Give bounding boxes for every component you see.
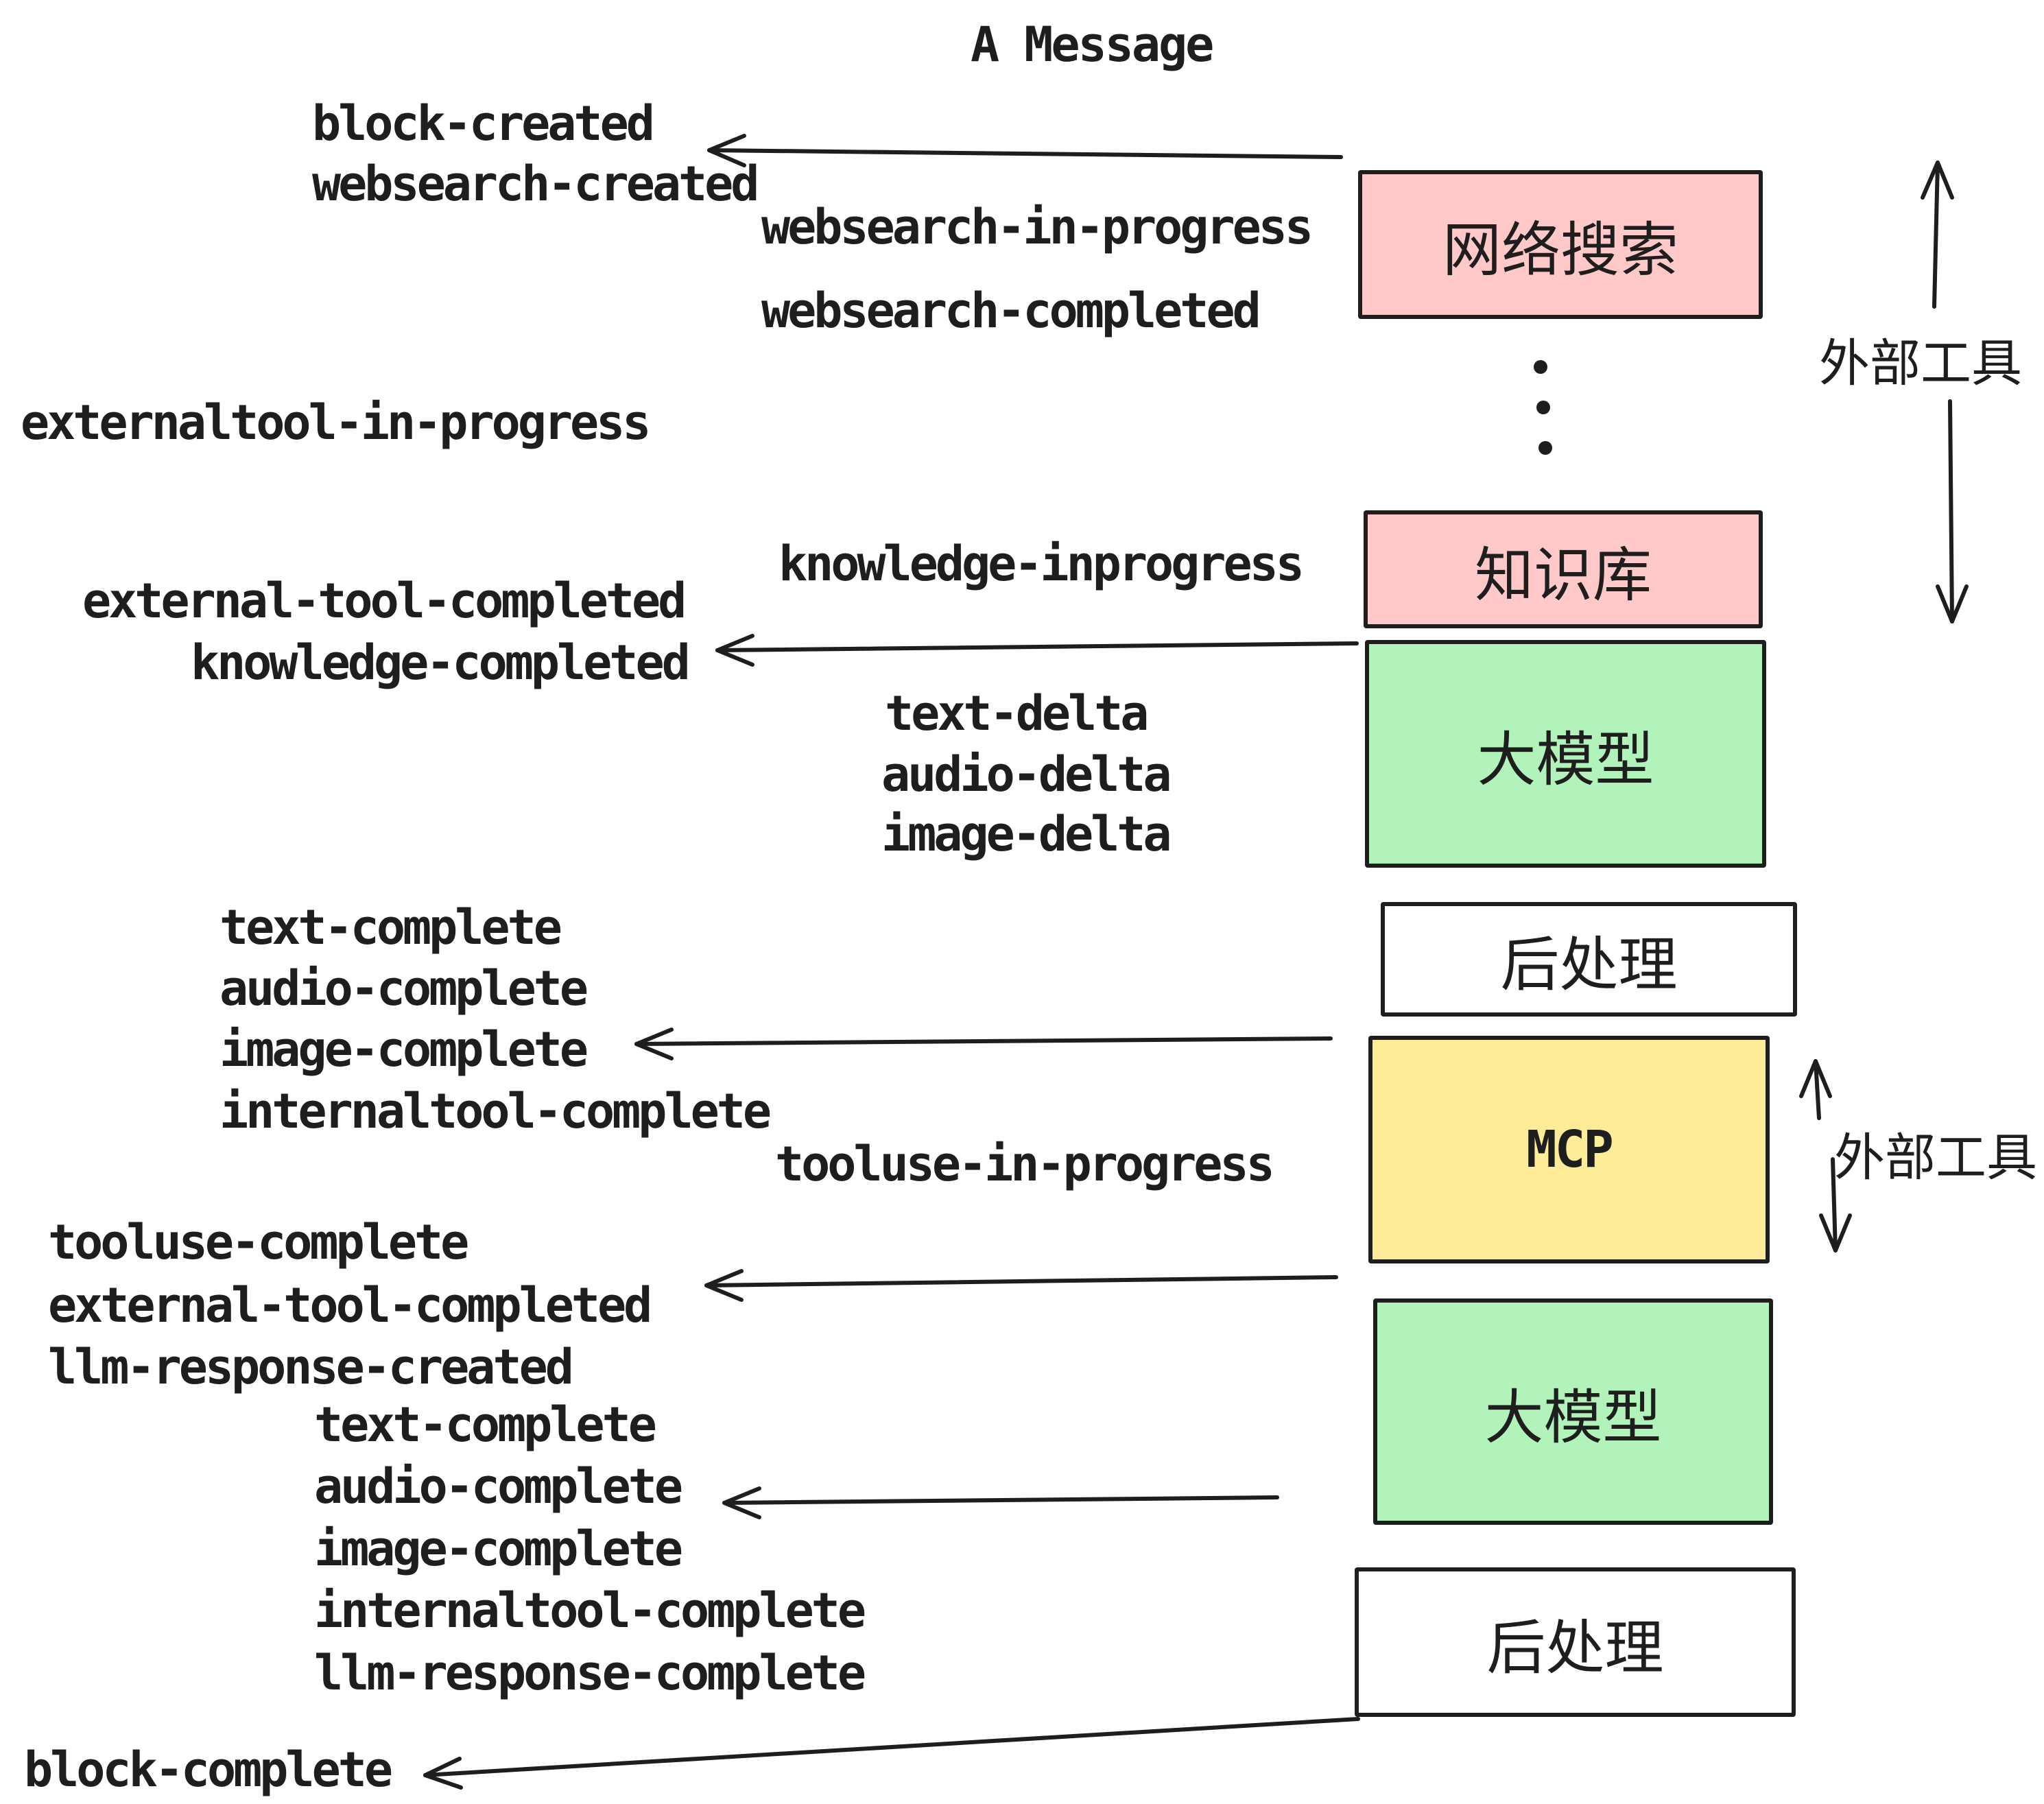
arrow-websearch-to-blockcreated-shaft bbox=[707, 148, 1343, 159]
external-tools-2-down-arrow-head bbox=[1819, 1213, 1852, 1253]
event-label-image-complete-1: image-complete bbox=[219, 1021, 589, 1078]
external-tools-2-label: 外部工具 bbox=[1834, 1129, 2037, 1186]
event-label-internaltool-complete-2: internaltool-complete bbox=[314, 1582, 866, 1639]
event-label-websearch-completed: websearch-completed bbox=[761, 283, 1261, 339]
external-tools-1-down-arrow-head bbox=[1936, 584, 1969, 624]
ellipsis-dot bbox=[1536, 401, 1550, 414]
event-label-llm-response-complete: llm-response-complete bbox=[314, 1645, 866, 1701]
external-tools-1-up-arrow-shaft bbox=[1932, 161, 1940, 309]
box-knowledge-base: 知识库 bbox=[1364, 510, 1763, 628]
arrow-llm1-to-knowledgecompleted-shaft bbox=[715, 641, 1359, 652]
event-label-text-delta-1: text-delta bbox=[885, 685, 1149, 741]
external-tools-2-up-arrow-shaft bbox=[1814, 1059, 1821, 1120]
arrow-llm2-to-audiocomplete-shaft bbox=[722, 1495, 1279, 1505]
box-post-process-2-label: 后处理 bbox=[1486, 1615, 1664, 1681]
event-label-websearch-in-progress: websearch-in-progress bbox=[761, 199, 1314, 255]
box-llm-2-label: 大模型 bbox=[1484, 1384, 1662, 1451]
arrow-postprocess2-to-blockcomplete-shaft bbox=[423, 1717, 1360, 1777]
event-label-internaltool-complete-1: internaltool-complete bbox=[219, 1083, 772, 1139]
event-label-audio-complete-2: audio-complete bbox=[314, 1458, 683, 1515]
event-label-external-tool-completed: external-tool-completed bbox=[82, 573, 687, 629]
event-label-knowledge-inprogress: knowledge-inprogress bbox=[779, 536, 1305, 592]
external-tools-2-down-arrow-shaft bbox=[1831, 1157, 1838, 1253]
external-tools-1-label: 外部工具 bbox=[1819, 335, 2022, 392]
arrow-llm2-to-audiocomplete-head bbox=[722, 1486, 761, 1519]
ellipsis-dots bbox=[1534, 360, 1552, 455]
arrow-mcp-to-imagecomplete-head bbox=[634, 1028, 674, 1060]
box-web-search-label: 网络搜索 bbox=[1442, 217, 1678, 283]
external-tools-2-up-arrow-head bbox=[1799, 1059, 1832, 1098]
box-llm-1-label: 大模型 bbox=[1477, 726, 1654, 793]
box-knowledge-base-label: 知识库 bbox=[1475, 542, 1652, 608]
event-label-audio-delta-1: audio-delta bbox=[881, 746, 1172, 803]
arrow-mcp-to-imagecomplete-shaft bbox=[634, 1036, 1333, 1046]
ellipsis-dot bbox=[1538, 441, 1552, 455]
arrow-llm1-to-knowledgecompleted-head bbox=[715, 634, 754, 667]
event-label-knowledge-completed: knowledge-completed bbox=[191, 634, 691, 691]
event-label-tooluse-in-progress: tooluse-in-progress bbox=[775, 1136, 1275, 1192]
arrow-websearch-to-blockcreated-head bbox=[707, 134, 746, 167]
diagram-title: A Message bbox=[971, 16, 1214, 73]
arrow-llm2-to-externaltoolcompleted-head bbox=[704, 1269, 744, 1302]
event-label-text-complete-2: text-complete bbox=[314, 1397, 657, 1453]
box-mcp: MCP bbox=[1368, 1036, 1770, 1263]
event-label-external-tool-completed-2: external-tool-completed bbox=[48, 1277, 652, 1333]
event-label-image-complete-2: image-complete bbox=[314, 1521, 683, 1577]
external-tools-1-up-arrow-head bbox=[1921, 161, 1954, 200]
box-post-process-1: 后处理 bbox=[1381, 902, 1797, 1017]
box-mcp-label: MCP bbox=[1526, 1120, 1614, 1179]
ellipsis-dot bbox=[1534, 360, 1547, 374]
event-label-audio-complete-1: audio-complete bbox=[219, 960, 589, 1017]
box-post-process-2: 后处理 bbox=[1355, 1567, 1796, 1717]
external-tools-1-down-arrow-shaft bbox=[1948, 399, 1954, 624]
event-label-block-created: block-created bbox=[312, 95, 655, 152]
event-label-text-complete-1: text-complete bbox=[219, 899, 562, 956]
event-label-externaltool-in-progress: externaltool-in-progress bbox=[21, 394, 651, 451]
box-web-search: 网络搜索 bbox=[1358, 170, 1763, 319]
box-llm-1: 大模型 bbox=[1365, 640, 1766, 868]
arrow-llm2-to-externaltoolcompleted-shaft bbox=[704, 1275, 1338, 1287]
arrow-postprocess2-to-blockcomplete-head bbox=[423, 1757, 463, 1790]
event-label-image-delta-1: image-delta bbox=[881, 806, 1172, 862]
event-label-tooluse-complete: tooluse-complete bbox=[48, 1214, 469, 1270]
event-label-llm-response-created: llm-response-created bbox=[48, 1339, 574, 1395]
box-llm-2: 大模型 bbox=[1373, 1298, 1773, 1525]
event-label-block-complete: block-complete bbox=[24, 1742, 393, 1798]
event-label-websearch-created: websearch-created bbox=[312, 156, 759, 212]
box-post-process-1-label: 后处理 bbox=[1500, 932, 1678, 998]
